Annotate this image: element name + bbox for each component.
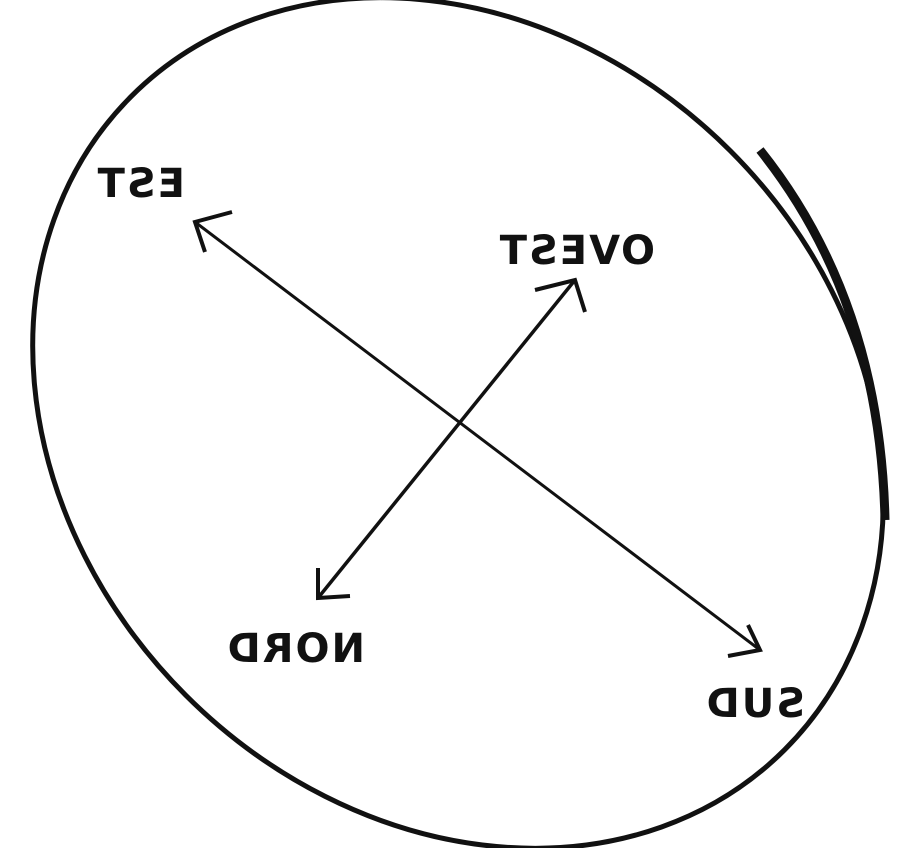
label-sud: SUD [705, 681, 806, 727]
arrowhead-nord [316, 568, 351, 601]
label-nord: NORD [226, 626, 365, 672]
label-ovest: OVEST [498, 228, 655, 274]
est-sud-arrow [192, 210, 763, 658]
outer-ellipse [30, 0, 886, 848]
label-est: EST [96, 161, 185, 207]
arrowhead-est [192, 210, 233, 253]
ovest-nord-arrow [316, 277, 587, 601]
arrowhead-ovest [534, 277, 587, 313]
arrowhead-sud [727, 624, 763, 658]
ellipse-thick-edge [756, 147, 890, 521]
